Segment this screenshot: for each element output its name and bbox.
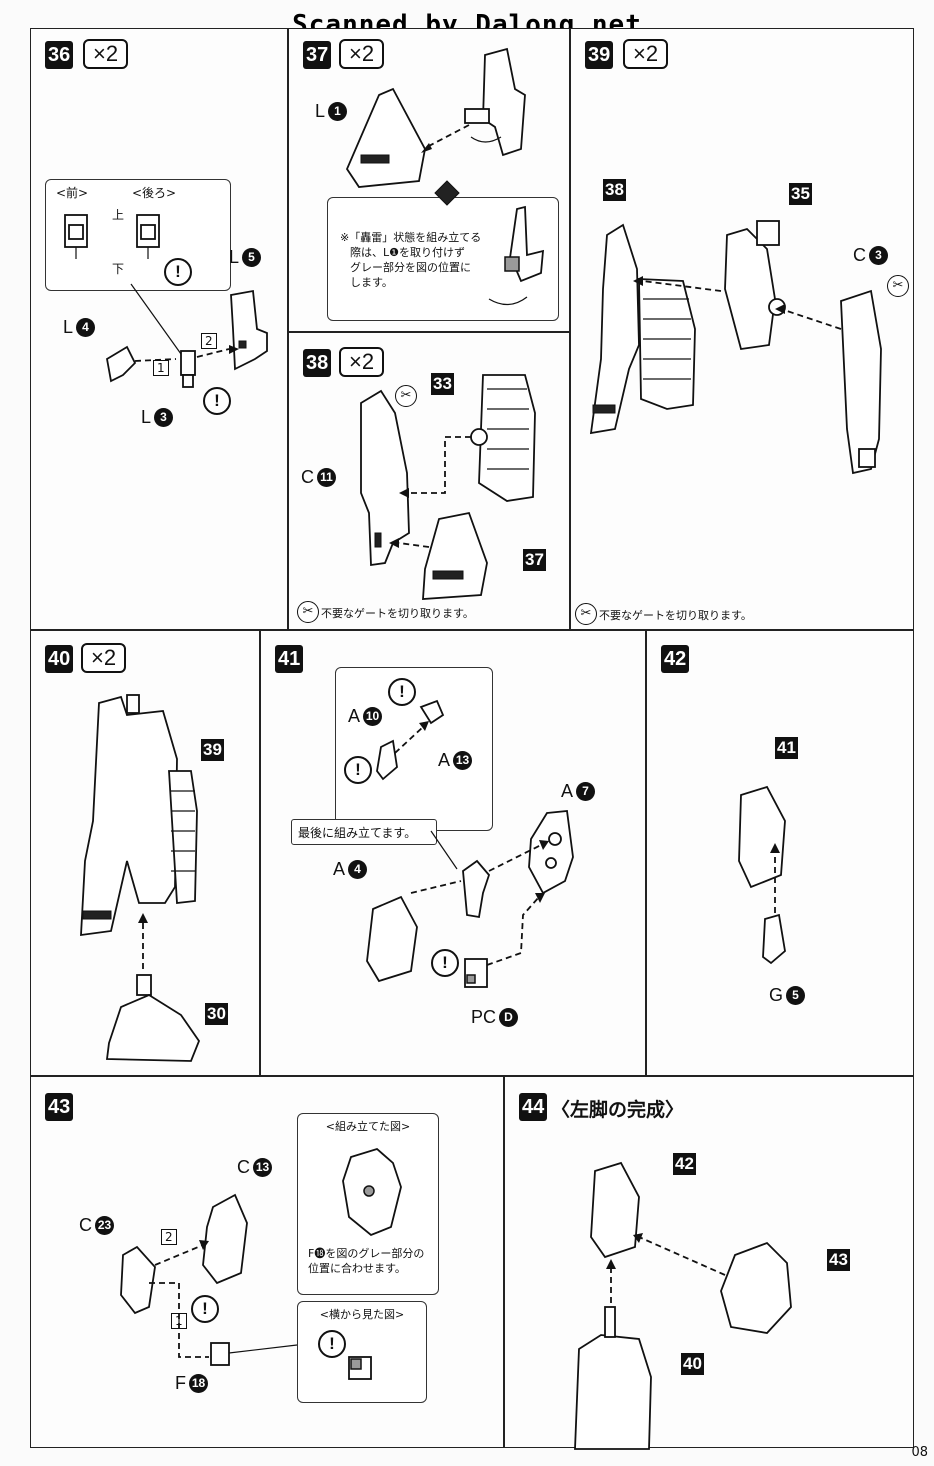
side-view-title: <横から見た図> bbox=[319, 1308, 405, 1321]
step-ref-41: 41 bbox=[775, 737, 798, 759]
step-42-illustration bbox=[738, 785, 786, 965]
note-line-4: します。 bbox=[350, 276, 393, 289]
up-label: 上 bbox=[112, 208, 125, 222]
step-ref-39: 39 bbox=[201, 739, 224, 761]
step-ref-38: 38 bbox=[603, 179, 626, 201]
step-44-illustration bbox=[574, 1161, 792, 1450]
back-label: <後ろ> bbox=[132, 186, 177, 200]
step-ref-37: 37 bbox=[523, 549, 546, 571]
down-label: 下 bbox=[112, 262, 125, 276]
step-title: 〈左脚の完成〉 bbox=[551, 1099, 685, 1121]
step-number: 39 bbox=[585, 41, 614, 69]
warning-icon: ! bbox=[164, 258, 192, 286]
step-ref-30: 30 bbox=[205, 1003, 228, 1025]
quantity-badge: ×2 bbox=[623, 39, 669, 69]
assembled-note-2: 位置に合わせます。 bbox=[308, 1262, 406, 1275]
step-38-illustration bbox=[360, 374, 536, 600]
step-36-illustration bbox=[64, 214, 268, 388]
order-2-marker: 2 bbox=[201, 333, 217, 349]
warning-icon: ! bbox=[431, 949, 459, 977]
quantity-badge: ×2 bbox=[339, 39, 385, 69]
warning-icon: ! bbox=[191, 1295, 219, 1323]
step-ref-40: 40 bbox=[681, 1353, 704, 1375]
step-ref-35: 35 bbox=[789, 183, 812, 205]
step-ref-33: 33 bbox=[431, 373, 454, 395]
step-number: 44 bbox=[519, 1093, 548, 1121]
step-ref-42: 42 bbox=[673, 1153, 696, 1175]
step-37-illustration bbox=[345, 47, 545, 306]
side-view-inset: <横から見た図> ! bbox=[297, 1301, 427, 1403]
assembled-note-1: F⓲を図のグレー部分の bbox=[308, 1247, 425, 1260]
page-number: 08 bbox=[911, 1445, 928, 1460]
step-number: 38 bbox=[303, 349, 332, 377]
note-line-2: 際は、L❶を取り付けず bbox=[350, 246, 465, 259]
front-label: <前> bbox=[56, 186, 89, 200]
gate-note: 不要なゲートを切り取ります。 bbox=[599, 609, 752, 622]
step-number: 40 bbox=[45, 645, 74, 673]
step-number: 37 bbox=[303, 41, 332, 69]
warning-icon: ! bbox=[318, 1330, 346, 1358]
order-2-marker: 2 bbox=[161, 1229, 177, 1245]
build-last-text: 最後に組み立てます。 bbox=[298, 826, 417, 840]
step-ref-43: 43 bbox=[827, 1249, 850, 1271]
step-39-illustration bbox=[589, 220, 882, 475]
step-44-panel: 44 〈左脚の完成〉 42 43 40 bbox=[504, 1076, 914, 1450]
step-41-illustration bbox=[366, 699, 574, 988]
step-number: 42 bbox=[661, 645, 690, 673]
gate-note: 不要なゲートを切り取ります。 bbox=[321, 607, 474, 620]
step-40-illustration bbox=[80, 694, 201, 1062]
build-last-note: 最後に組み立てます。 bbox=[291, 819, 437, 845]
step-number: 36 bbox=[45, 41, 74, 69]
quantity-badge: ×2 bbox=[339, 347, 385, 377]
cut-gate-icon: ✂ bbox=[887, 275, 909, 297]
assembled-view-title: <組み立てた図> bbox=[325, 1120, 411, 1133]
step-40-panel: 40 ×2 39 30 bbox=[30, 630, 260, 1076]
quantity-badge: ×2 bbox=[81, 643, 127, 673]
cut-gate-icon: ✂ bbox=[297, 601, 319, 623]
warning-icon: ! bbox=[344, 756, 372, 784]
note-line-3: グレー部分を図の位置に bbox=[350, 261, 471, 274]
warning-icon: ! bbox=[203, 387, 231, 415]
step-number: 43 bbox=[45, 1093, 74, 1121]
quantity-badge: ×2 bbox=[83, 39, 129, 69]
order-1-marker: 1 bbox=[153, 360, 169, 376]
cut-gate-icon: ✂ bbox=[575, 603, 597, 625]
warning-icon: ! bbox=[388, 678, 416, 706]
step-43-illustration bbox=[120, 1147, 402, 1380]
note-line-1: ※「轟雷」状態を組み立てる bbox=[340, 231, 482, 244]
step-number: 41 bbox=[275, 645, 304, 673]
cut-gate-icon: ✂ bbox=[395, 385, 417, 407]
assembled-view-inset: <組み立てた図> F⓲を図のグレー部分の 位置に合わせます。 bbox=[297, 1113, 439, 1295]
